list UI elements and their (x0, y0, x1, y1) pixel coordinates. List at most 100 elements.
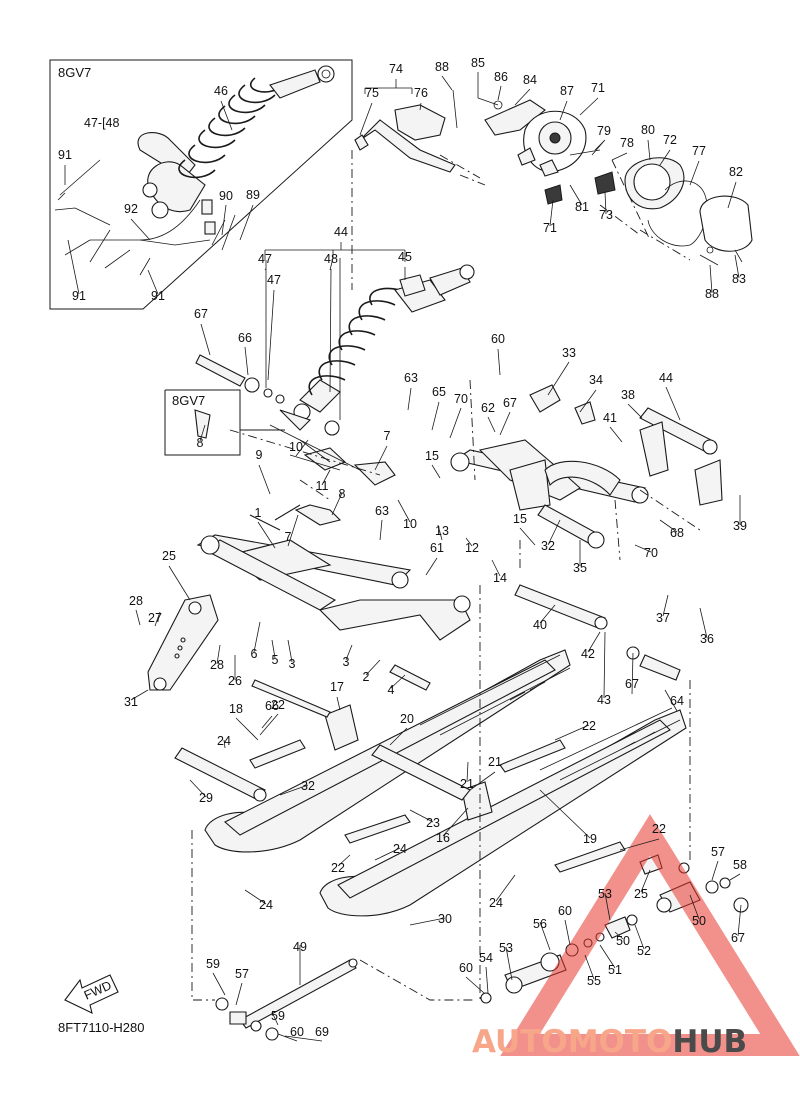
small-inset-model-label: 8GV7 (172, 393, 205, 408)
callout-22: 22 (652, 822, 666, 836)
callout-29: 29 (199, 791, 213, 805)
callout-47: 47 (258, 252, 272, 266)
watermark-part1: AUTOMOTO (472, 1024, 672, 1060)
callout-91: 91 (72, 289, 86, 303)
callout-53: 53 (499, 941, 513, 955)
callout-21: 21 (488, 755, 502, 769)
leader-line (154, 611, 161, 627)
callout-90: 90 (219, 189, 233, 203)
callout-69: 69 (315, 1025, 329, 1039)
leader-line (257, 521, 276, 549)
callout-18: 18 (229, 702, 243, 716)
callout-12: 12 (465, 541, 479, 555)
leader-line (505, 946, 513, 981)
leader-line (539, 604, 556, 624)
callout-73: 73 (599, 208, 613, 222)
leader-line (584, 954, 595, 980)
leader-line (659, 149, 671, 166)
callout-16: 16 (436, 831, 450, 845)
leader-line (425, 557, 438, 576)
leader-line (397, 499, 411, 523)
leader-line (564, 919, 571, 946)
leader-line (409, 917, 446, 926)
callout-84: 84 (523, 73, 537, 87)
leader-line (497, 85, 502, 101)
leader-line (277, 1033, 298, 1042)
watermark (500, 814, 800, 1056)
callout-8: 8 (197, 436, 204, 450)
callout-10: 10 (403, 517, 417, 531)
leader-line (495, 874, 516, 902)
leader-line (604, 191, 607, 215)
callout-62: 62 (481, 401, 495, 415)
diagram-ref-code: 8FT7110-H280 (58, 1020, 144, 1035)
callout-66: 66 (265, 699, 279, 713)
leader-line (449, 407, 462, 439)
leader-line (539, 789, 591, 839)
leader-line (469, 771, 496, 791)
leader-line (130, 689, 149, 701)
callout-60: 60 (290, 1025, 304, 1039)
leader-line (659, 519, 678, 533)
leader-line (603, 631, 606, 699)
leader-line (67, 239, 80, 295)
leader-line (727, 181, 737, 209)
callout-87: 87 (560, 84, 574, 98)
leader-line (499, 411, 511, 436)
callout-42: 42 (581, 647, 595, 661)
callout-70: 70 (454, 392, 468, 406)
leader-line (519, 527, 536, 546)
callout-83: 83 (732, 272, 746, 286)
fwd-arrow: FWD (64, 974, 119, 1015)
callout-7: 7 (285, 530, 292, 544)
callout-79: 79 (597, 124, 611, 138)
leader-line (604, 892, 611, 921)
leader-line (336, 696, 341, 711)
callout-85: 85 (471, 56, 485, 70)
leader-line (337, 854, 351, 867)
callout-60: 60 (558, 904, 572, 918)
callout-66: 66 (238, 331, 252, 345)
leader-line (609, 426, 623, 443)
leader-line (258, 464, 271, 495)
callout-27: 27 (148, 611, 162, 625)
callout-75: 75 (365, 86, 379, 100)
callout-57: 57 (711, 845, 725, 859)
leader-line (619, 838, 660, 851)
swing-arm-assembly (196, 409, 471, 641)
leader-line (284, 1035, 323, 1042)
leader-line (662, 594, 669, 617)
leader-line (235, 717, 259, 741)
leader-line (261, 715, 273, 729)
callout-41: 41 (603, 411, 617, 425)
callout-24: 24 (489, 896, 503, 910)
callout-22: 22 (582, 719, 596, 733)
leader-line (407, 387, 412, 411)
callout-3: 3 (289, 657, 296, 671)
rear-axle-parts (191, 585, 749, 1041)
callout-63: 63 (404, 371, 418, 385)
right-mid-assembly (450, 379, 723, 630)
leader-line (599, 944, 616, 969)
leader-line (221, 204, 227, 236)
callout-8: 8 (339, 487, 346, 501)
callout-63: 63 (375, 504, 389, 518)
leader-line (665, 386, 681, 421)
bracket-label-47-48: 47-[48 (84, 116, 119, 130)
leader-line (287, 639, 293, 663)
callout-17: 17 (330, 680, 344, 694)
leader-line (189, 779, 207, 798)
leader-line (689, 160, 700, 186)
slide-rails (174, 649, 687, 917)
leader-line (374, 847, 401, 861)
callout-21: 21 (460, 777, 474, 791)
leader-line (709, 264, 713, 294)
callout-59: 59 (206, 957, 220, 971)
callout-77: 77 (692, 144, 706, 158)
leader-line (271, 1011, 279, 1026)
callout-44: 44 (334, 225, 348, 239)
callout-49: 49 (293, 940, 307, 954)
leader-line (591, 140, 605, 156)
